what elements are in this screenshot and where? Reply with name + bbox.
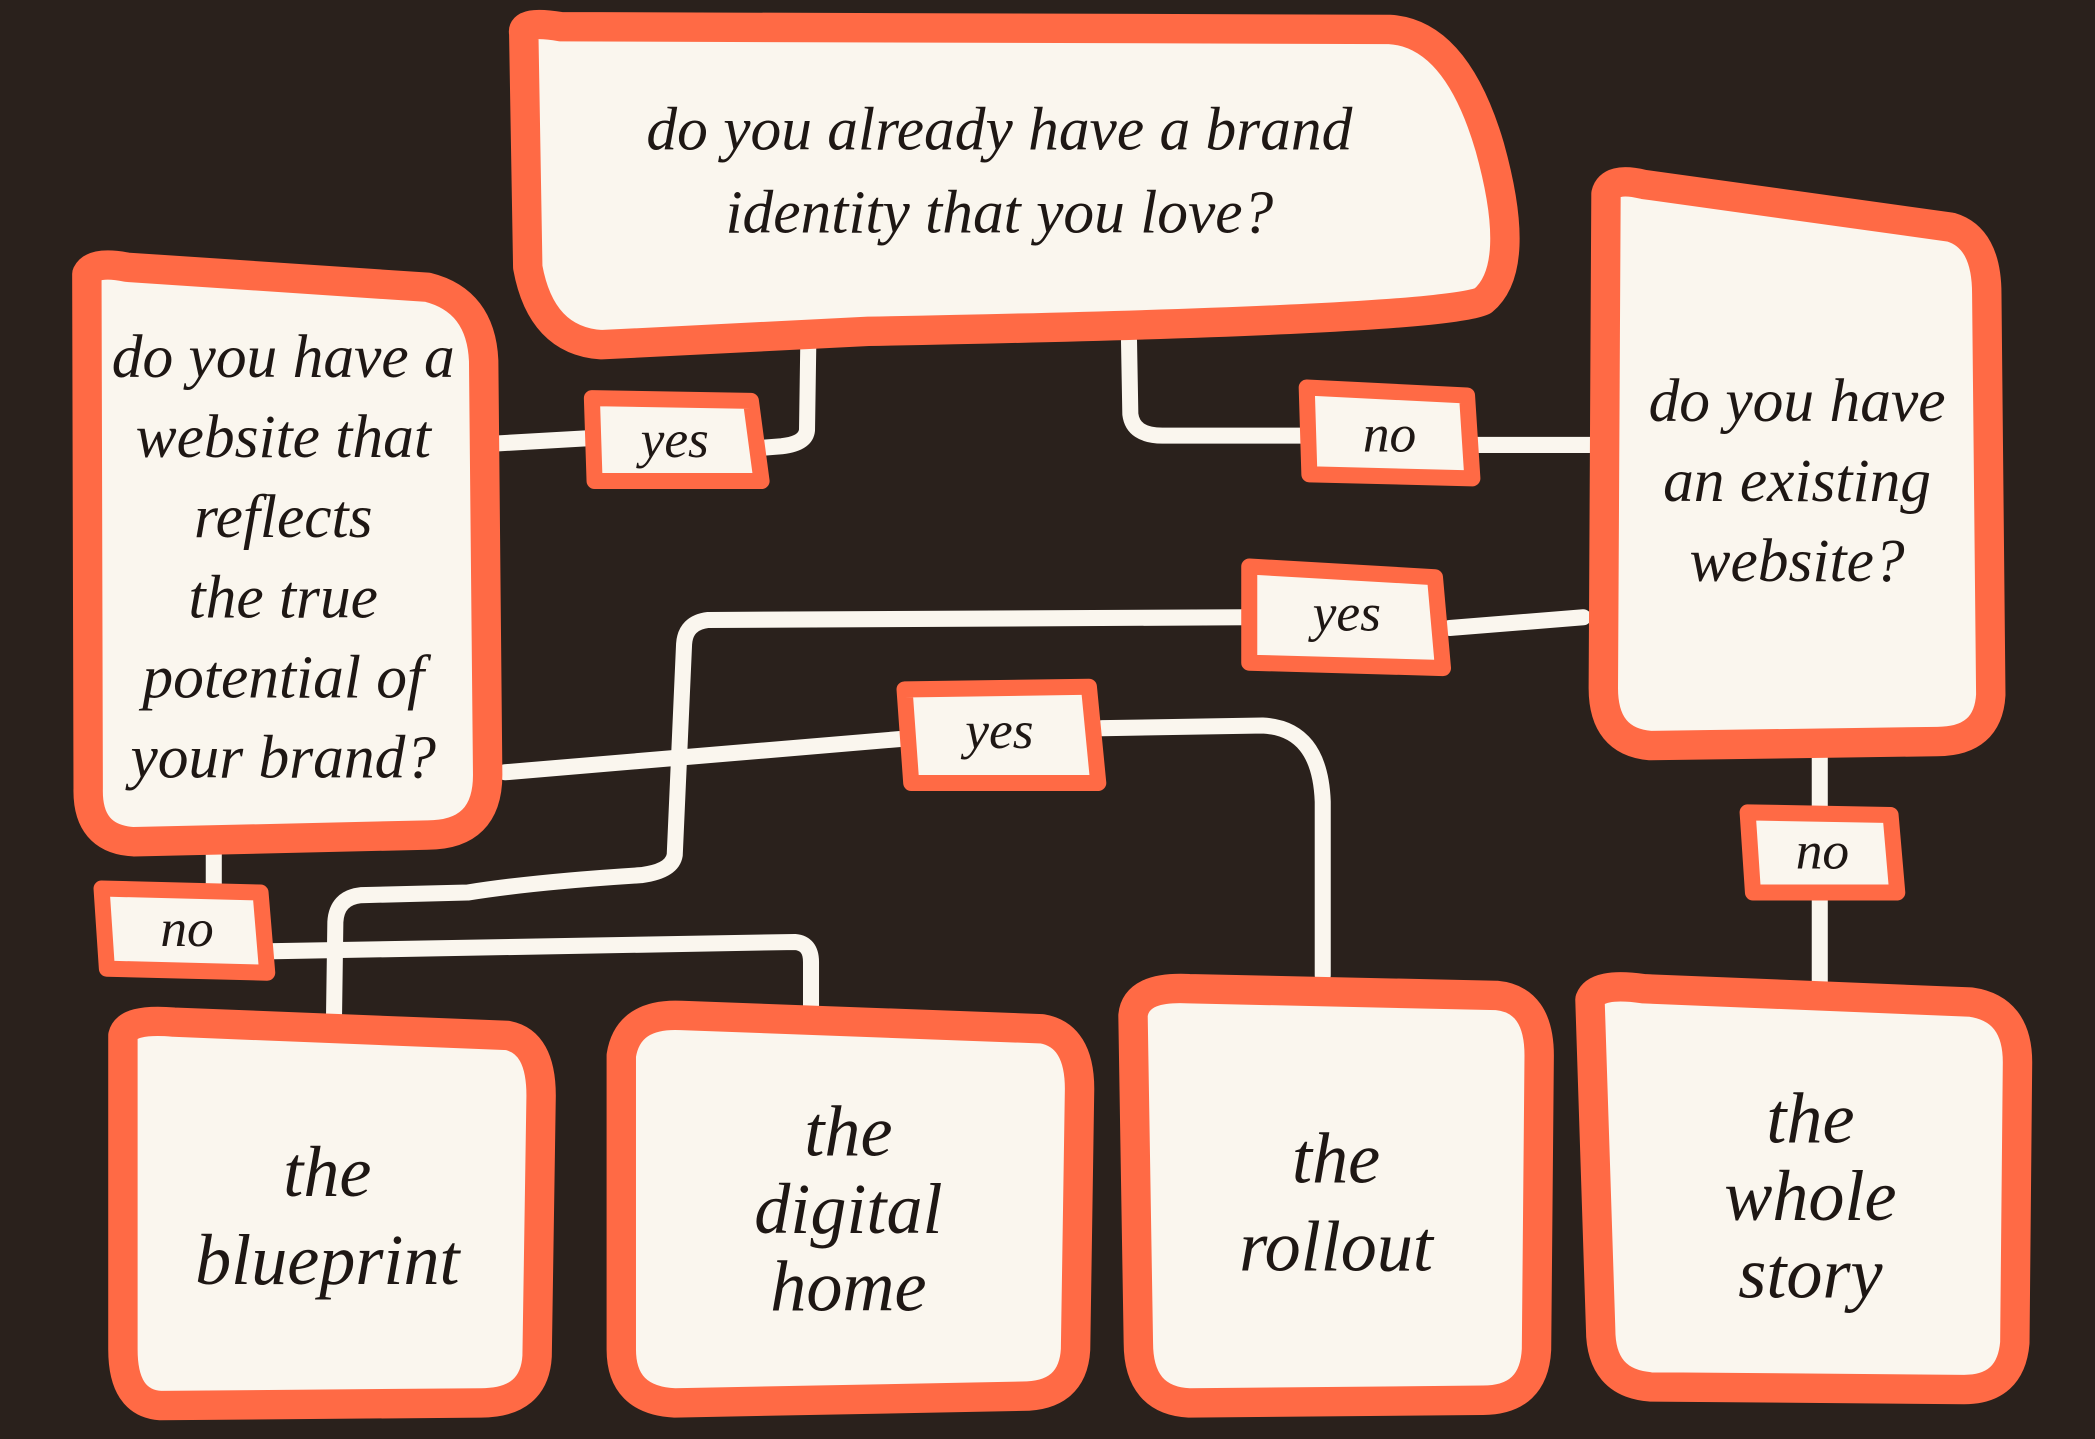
label-text: yes <box>1308 583 1381 643</box>
connector-reflects-no <box>205 836 820 1017</box>
label-text: no <box>1363 404 1416 464</box>
label-yes-existing: yes <box>1241 558 1452 677</box>
label-yes-brand: yes <box>583 390 770 490</box>
connector-brand-no <box>1120 332 1605 453</box>
label-text: no <box>160 898 213 958</box>
label-text: yes <box>636 409 709 469</box>
label-text: yes <box>960 700 1033 760</box>
connectors <box>205 332 1828 1024</box>
label-yes-reflects: yes <box>896 678 1107 791</box>
label-text: no <box>1796 820 1849 880</box>
label-no-brand: no <box>1298 379 1481 487</box>
connector-existing-yes <box>326 609 1592 1024</box>
label-no-reflects: no <box>93 880 276 981</box>
label-no-existing: no <box>1739 804 1906 901</box>
connector-brand-yes <box>486 332 817 456</box>
connector-reflects-yes <box>497 717 1331 984</box>
